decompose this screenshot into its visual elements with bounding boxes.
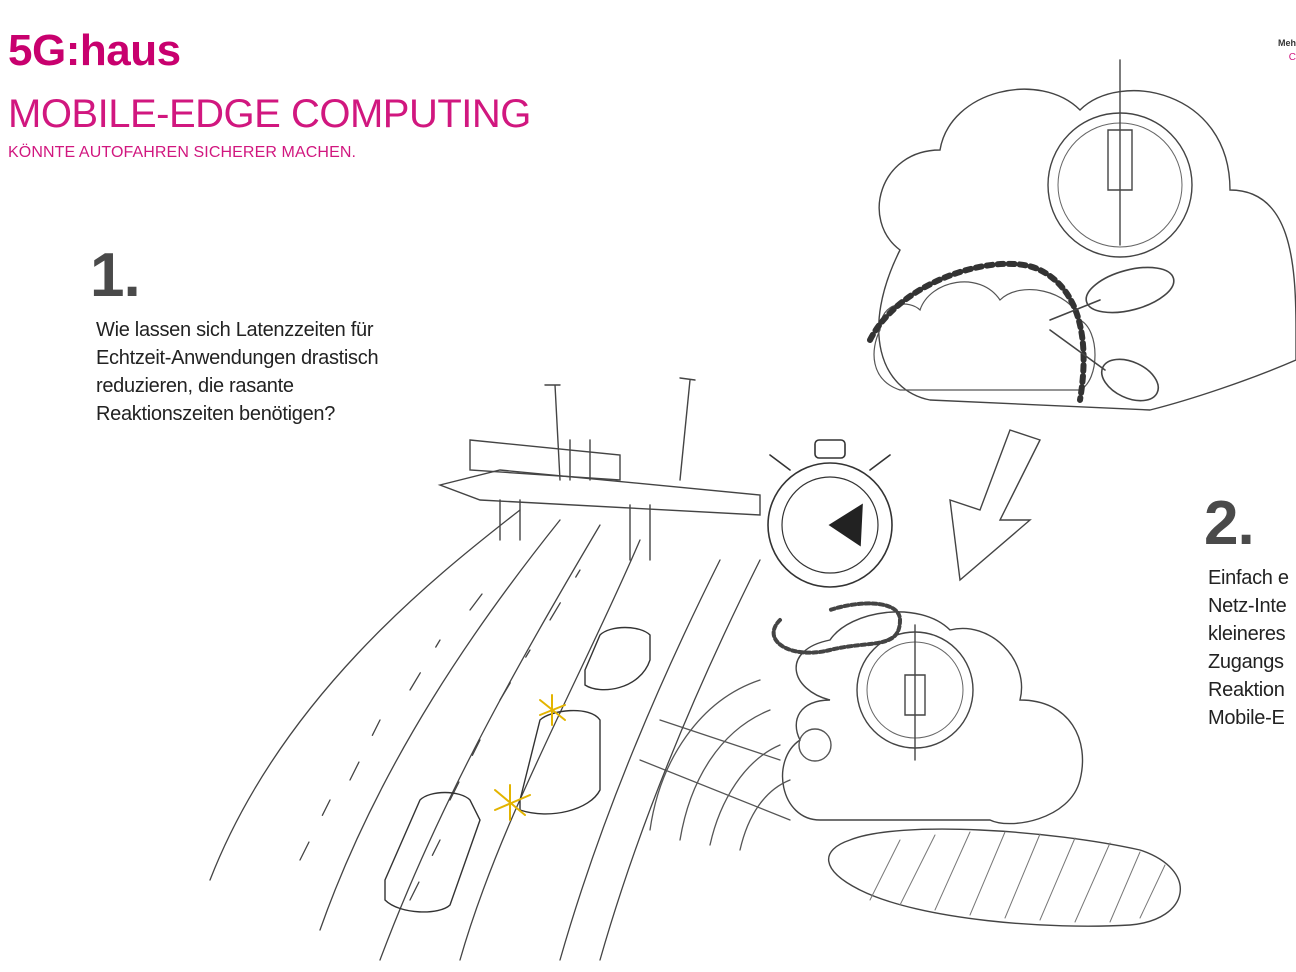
- step-1-line: reduzieren, die rasante: [96, 375, 294, 397]
- hatched-shape: [828, 828, 1181, 927]
- step-2-line: kleineres: [1208, 623, 1286, 645]
- step-2-text: Einfach e Netz-Inte kleineres Zugangs Re…: [1208, 564, 1296, 732]
- step-2-line: Zugangs: [1208, 651, 1284, 673]
- overpass: [437, 377, 761, 561]
- corner-sublabel: C: [1288, 52, 1296, 63]
- step-1-number: 1.: [90, 241, 141, 310]
- brand-title: 5G:haus: [8, 26, 181, 75]
- down-arrow: [949, 429, 1041, 582]
- signal-waves: [639, 679, 791, 851]
- highway: [209, 509, 761, 961]
- step-1-line: Reaktionszeiten benötigen?: [96, 403, 336, 425]
- step-1-line: Echtzeit-Anwendungen drastisch: [96, 347, 379, 369]
- stopwatch-icon: [767, 439, 893, 588]
- lower-cloud: [781, 611, 1084, 825]
- step-1-text: Wie lassen sich Latenzzeiten für Echtzei…: [96, 316, 456, 428]
- collision-flash: [494, 694, 566, 821]
- corner-label: Meh: [1278, 38, 1296, 48]
- page-headline: MOBILE-EDGE COMPUTING: [8, 92, 531, 136]
- step-2-number: 2.: [1204, 489, 1255, 558]
- page-subline: KÖNNTE AUTOFAHREN SICHERER MACHEN.: [8, 144, 357, 161]
- cars: [384, 626, 651, 913]
- inner-cloud: [873, 281, 1096, 391]
- scissors-icon: [1049, 266, 1175, 402]
- step-2-line: Mobile-E: [1208, 707, 1285, 729]
- upper-cloud: [878, 88, 1296, 411]
- step-1-line: Wie lassen sich Latenzzeiten für: [96, 319, 374, 341]
- step-2-line: Netz-Inte: [1208, 595, 1287, 617]
- step-2-line: Einfach e: [1208, 567, 1289, 589]
- step-2-line: Reaktion: [1208, 679, 1285, 701]
